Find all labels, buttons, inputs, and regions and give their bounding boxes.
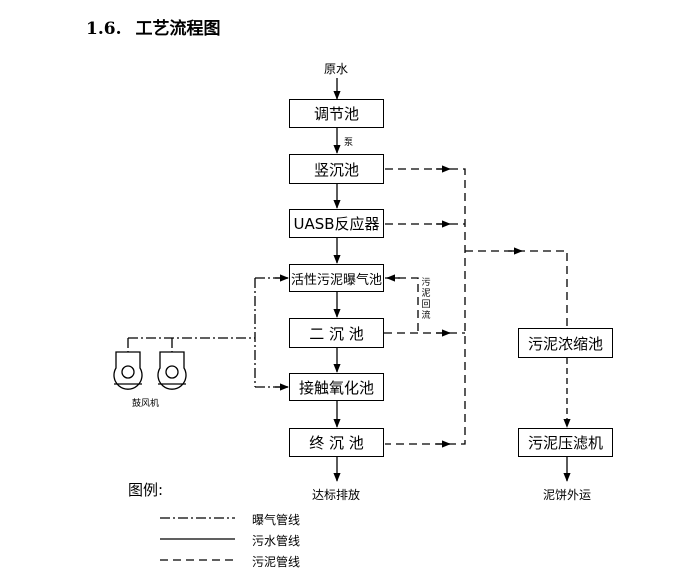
pump-label: 泵 [344, 138, 354, 148]
legend-label-aeration: 曝气管线 [252, 513, 301, 527]
secondary-clarifier: 二 沉 池 [289, 318, 384, 348]
raw-water-label: 原水 [324, 62, 349, 76]
legend-title: 图例: [128, 481, 164, 499]
sludge-thickener: 污泥浓缩池 [518, 328, 613, 358]
contact-oxidation-tank: 接触氧化池 [289, 373, 384, 401]
blower-icon-2 [157, 351, 187, 390]
regulating-tank: 调节池 [289, 99, 384, 128]
uasb-reactor: UASB反应器 [289, 209, 384, 238]
final-clarifier: 终 沉 池 [289, 428, 384, 457]
section-title-text: 工艺流程图 [135, 19, 221, 39]
legend-label-sewage: 污水管线 [252, 534, 301, 548]
discharge-label: 达标排放 [312, 488, 361, 502]
vertical-settling-tank: 竖沉池 [289, 154, 384, 184]
sludge-recycle-label: 污 泥 回 流 [421, 278, 431, 321]
blower-label: 鼓风机 [132, 399, 160, 409]
aeration-lines [127, 277, 289, 388]
section-title: 1.6. 工艺流程图 [86, 14, 221, 39]
sludge-lines [384, 168, 568, 445]
legend-label-sludge: 污泥管线 [252, 555, 301, 569]
blower-icon-1 [113, 351, 143, 390]
activated-sludge-aeration-tank: 活性污泥曝气池 [289, 264, 384, 292]
sludge-output-label: 泥饼外运 [543, 488, 592, 502]
sludge-filter-press: 污泥压滤机 [518, 428, 613, 457]
section-number: 1.6. [86, 19, 122, 39]
